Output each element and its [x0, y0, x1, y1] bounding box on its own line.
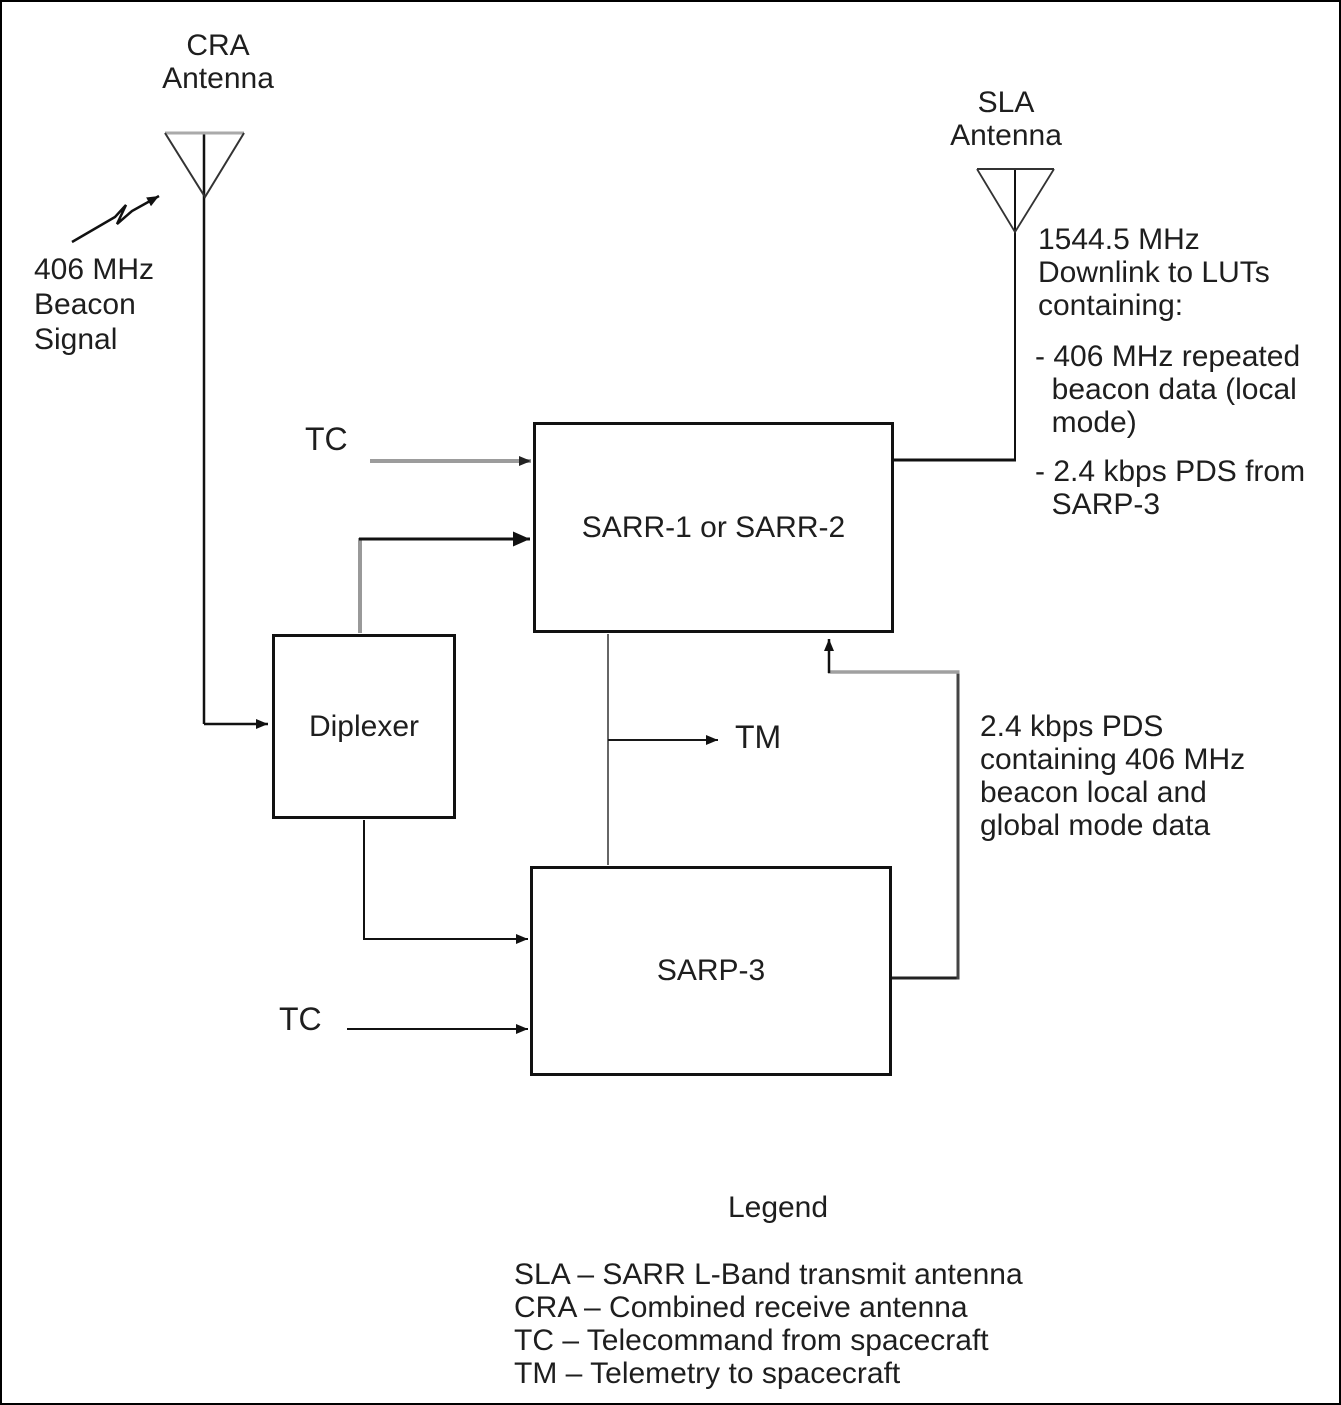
legend-item-sla: SLA – SARR L-Band transmit antenna: [514, 1258, 1023, 1291]
diplexer-block-label: Diplexer: [308, 709, 420, 743]
connector-diplexer-to-sarp: [363, 820, 528, 944]
tm-label: TM: [735, 719, 782, 755]
pds-note: 2.4 kbps PDS containing 406 MHz beacon l…: [980, 710, 1246, 842]
cra-antenna-icon: [164, 131, 245, 724]
tc-bottom-label: TC: [279, 1001, 322, 1037]
sarp-block: SARP-3: [530, 866, 892, 1076]
sarr-block: SARR-1 or SARR-2: [533, 422, 894, 633]
legend-title: Legend: [727, 1191, 829, 1224]
downlink-note-item2: - 2.4 kbps PDS from SARP-3: [1035, 455, 1306, 521]
sla-antenna-label: SLA Antenna: [950, 86, 1062, 152]
diplexer-block: Diplexer: [272, 634, 456, 819]
tc-top-label: TC: [305, 421, 348, 457]
sarr-block-label: SARR-1 or SARR-2: [581, 510, 846, 544]
legend-item-tm: TM – Telemetry to spacecraft: [514, 1357, 901, 1390]
downlink-note-item1: - 406 MHz repeated beacon data (local mo…: [1035, 340, 1301, 439]
legend: SLA – SARR L-Band transmit antenna CRA –…: [514, 1258, 1023, 1390]
beacon-signal-label: 406 MHz Beacon Signal: [34, 253, 155, 356]
sla-antenna-icon: [976, 168, 1055, 460]
downlink-note-intro: 1544.5 MHz Downlink to LUTs containing:: [1038, 223, 1270, 322]
beacon-signal-arrow-icon: [71, 194, 160, 244]
cra-antenna-label: CRA Antenna: [162, 29, 274, 95]
sarp-block-label: SARP-3: [656, 954, 766, 987]
legend-item-cra: CRA – Combined receive antenna: [514, 1291, 968, 1324]
legend-item-tc: TC – Telecommand from spacecraft: [514, 1324, 989, 1357]
